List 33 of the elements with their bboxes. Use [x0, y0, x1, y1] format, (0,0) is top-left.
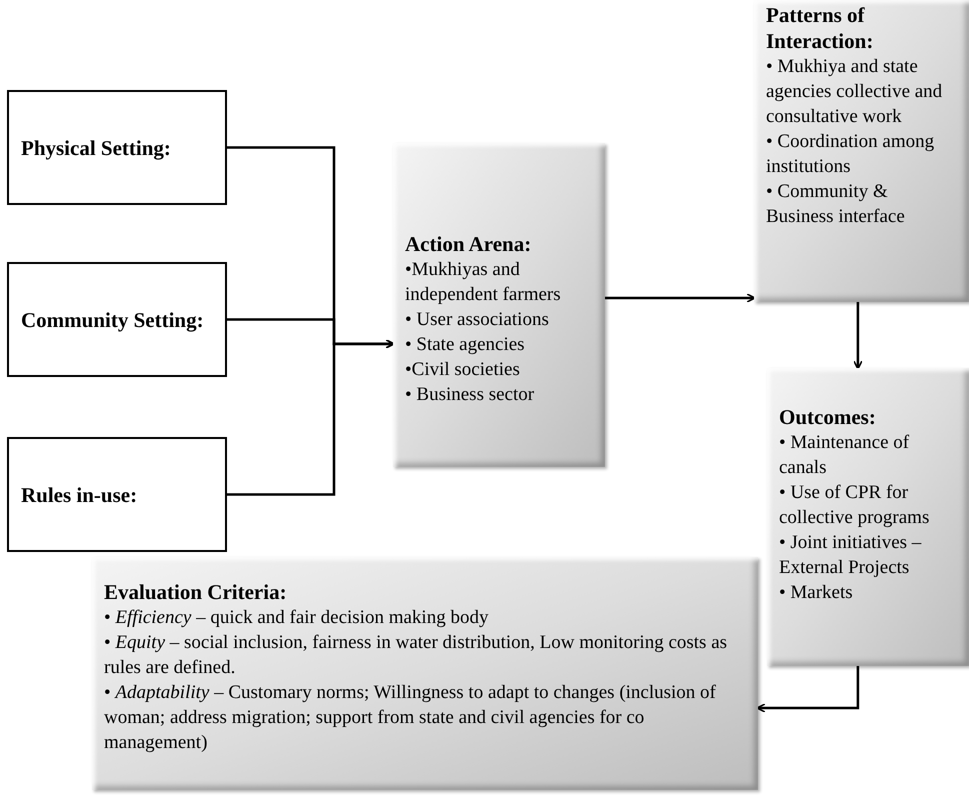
box-heading: Outcomes:	[779, 404, 877, 430]
bullet-text: • Mukhiya and state agencies collective and consultative work	[766, 55, 944, 129]
box-heading: Action Arena:	[405, 231, 532, 257]
bullet-text: • Community & Business interface	[766, 180, 906, 229]
patterns-box	[754, 0, 969, 302]
bullet-text: • User associations	[405, 308, 550, 332]
bullet-text: • Business sector	[405, 383, 536, 407]
bullet-text: • Equity – social inclusion, fairness in water distribution, Low monitoring costs as rules are defined.	[104, 631, 728, 680]
box-heading: Evaluation Criteria:	[104, 579, 288, 605]
box-heading: Community Setting:	[21, 306, 204, 332]
bullet-text: • Adaptability – Customary norms; Willingness to adapt to changes (inclusion of woman; address migration; support from state and civil agencies for co management)	[104, 681, 717, 755]
arrow	[756, 666, 860, 713]
bullet-text: • Efficiency – quick and fair decision making body	[104, 606, 490, 630]
bullet-text: • State agencies	[405, 333, 526, 357]
box-heading: Rules in-use:	[21, 482, 138, 508]
bullet-text: • Markets	[779, 581, 854, 605]
outcomes-box	[767, 368, 969, 666]
bullet-text: •Civil societies	[405, 358, 521, 382]
bullet-text: • Coordination among institutions	[766, 130, 936, 179]
bullet-text: • Maintenance of canals	[779, 431, 910, 480]
bullet-text: •Mukhiyas and independent farmers	[405, 258, 562, 307]
setting-box	[7, 262, 227, 377]
setting-box	[7, 90, 227, 205]
box-heading: Patterns of Interaction:	[766, 2, 874, 54]
box-heading: Physical Setting:	[21, 134, 171, 160]
action-arena-box	[393, 143, 605, 467]
bullet-text: • Joint initiatives – External Projects	[779, 531, 922, 580]
setting-box	[7, 437, 227, 552]
evaluation-box	[92, 557, 758, 790]
arrow	[227, 339, 395, 496]
arrow	[605, 293, 756, 303]
arrow	[853, 302, 863, 370]
bullet-text: • Use of CPR for collective programs	[779, 481, 930, 530]
